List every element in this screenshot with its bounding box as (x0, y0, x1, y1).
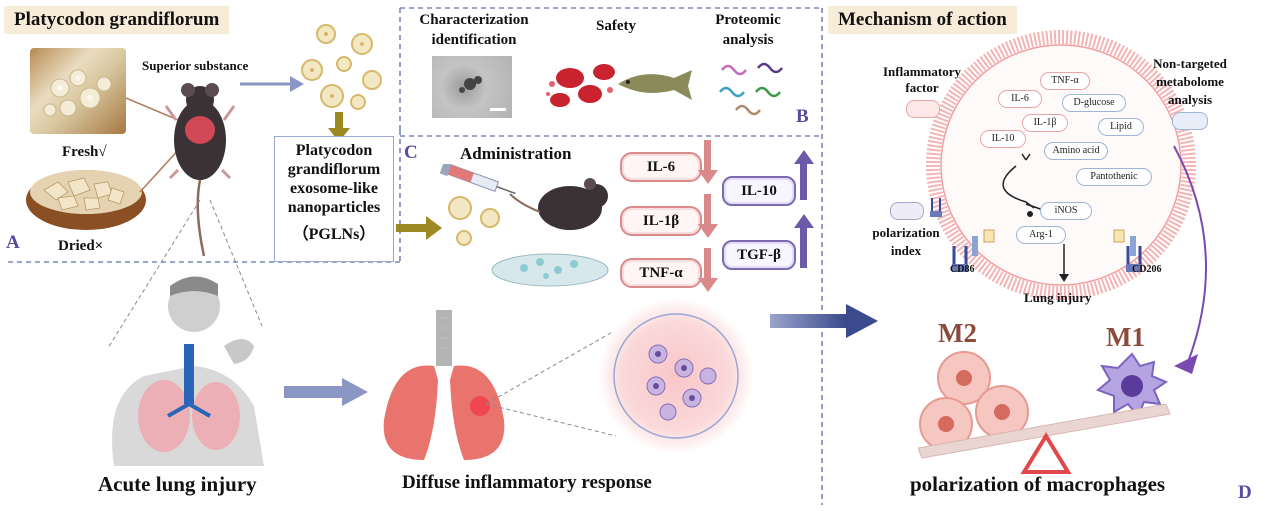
panel-c-letter: C (404, 142, 418, 163)
pglns-to-administration-arrow (396, 216, 442, 240)
blood-cells-fish-icon (546, 64, 692, 107)
tag-pantothenic: Pantothenic (1076, 168, 1152, 186)
proteins-icon (719, 62, 783, 116)
tem-image (432, 56, 512, 118)
pglns-line-2: grandiflorum (287, 161, 381, 178)
zoom-lines-middle (485, 329, 617, 437)
tag-tnfa: TNF-α (1040, 72, 1090, 90)
administration-label: Administration (460, 144, 572, 163)
syringe-mouse-dish-icon (440, 164, 609, 287)
dried-label: Dried× (58, 238, 104, 254)
fresh-slices-icon (43, 69, 112, 117)
lungs-icon (383, 310, 505, 460)
proteomic-line-1: Proteomic (715, 12, 781, 28)
tag-il1b: IL-1β (1022, 114, 1068, 132)
cytokine-tgfb-up: TGF-β (722, 240, 796, 270)
inflammatory-factor-swatch (906, 100, 940, 118)
metabolome-swatch (1172, 112, 1208, 130)
pglns-line-5: （PGLNs） (292, 226, 376, 243)
polarization-index-label: polarization index (872, 225, 940, 258)
cd206-receptor-icon (1126, 246, 1142, 272)
tag-inos: iNOS (1040, 202, 1092, 220)
m1-label: M1 (1106, 322, 1145, 352)
cytokine-il10-up: IL-10 (722, 176, 796, 206)
diffuse-inflammatory-label: Diffuse inflammatory response (402, 472, 652, 493)
panel-a-title: Platycodon grandiflorum (4, 6, 230, 34)
cd86-receptor-icon (952, 246, 968, 272)
m2-macrophages-icon (919, 351, 1029, 451)
human-figure-icon (112, 276, 264, 466)
lung-injury-label: Lung injury (1024, 290, 1092, 305)
polarization-index-swatch (890, 202, 924, 220)
superior-substance-arrow (240, 76, 304, 92)
cytokine-il6-down: IL-6 (620, 152, 702, 182)
pglns-line-3: exosome-like (290, 180, 378, 197)
safety-label: Safety (596, 18, 636, 34)
cd206-label: CD206 (1132, 264, 1162, 275)
cytokine-il1b-down: IL-1β (620, 206, 702, 236)
receptor-legend-icon (930, 198, 942, 217)
m2-label: M2 (938, 318, 977, 348)
non-targeted-line-2: metabolome (1156, 74, 1224, 89)
fresh-label: Fresh√ (62, 144, 107, 160)
tag-d-glucose: D-glucose (1062, 94, 1126, 112)
tag-arg1: Arg-1 (1016, 226, 1066, 244)
superior-substance-label: Superior substance (142, 58, 249, 73)
inflammatory-factor-label: Inflammatory factor (883, 64, 961, 95)
tag-amino-acid: Amino acid (1044, 142, 1108, 160)
pglns-box (274, 136, 394, 262)
down-regulation-arrows (698, 140, 718, 292)
up-regulation-arrows (794, 150, 814, 268)
panel-b-letter: B (796, 106, 809, 127)
tag-il10: IL-10 (980, 130, 1026, 148)
m1-macrophage-icon (1096, 352, 1169, 418)
pglns-line-1: Platycodon (295, 142, 373, 159)
big-blue-arrow (770, 304, 878, 338)
cytokine-tnfa-down: TNF-α (620, 258, 702, 288)
characterization-line-1: Characterization (419, 12, 529, 28)
tag-il6: IL-6 (998, 90, 1042, 108)
proteomic-line-2: analysis (722, 32, 774, 48)
zoom-lines-left (107, 199, 263, 349)
pglns-line-4: nanoparticles (287, 199, 381, 216)
tag-lipid: Lipid (1098, 118, 1144, 136)
nanoparticles-icon (301, 24, 382, 110)
panel-d-title: Mechanism of action (828, 6, 1017, 34)
blue-arrow-1 (284, 378, 368, 406)
dried-platycodon-bowl (26, 170, 146, 230)
mouse-icon (164, 83, 236, 257)
balance-scale-icon (918, 404, 1171, 474)
down-arrow-to-pglns (328, 112, 350, 142)
non-targeted-line-1: Non-targeted (1153, 56, 1227, 71)
panel-a-letter: A (6, 232, 20, 253)
inflamed-cells-circle (598, 298, 754, 454)
metabolome-to-m1-arrow (1173, 145, 1207, 374)
characterization-line-2: identification (431, 32, 517, 48)
fresh-platycodon-photo (30, 48, 126, 134)
polarization-footer: polarization of macrophages (910, 472, 1166, 496)
acute-lung-injury-label: Acute lung injury (98, 472, 257, 496)
cd86-label: CD86 (950, 264, 975, 275)
non-targeted-line-3: analysis (1167, 92, 1213, 107)
panel-d-letter: D (1238, 482, 1252, 503)
